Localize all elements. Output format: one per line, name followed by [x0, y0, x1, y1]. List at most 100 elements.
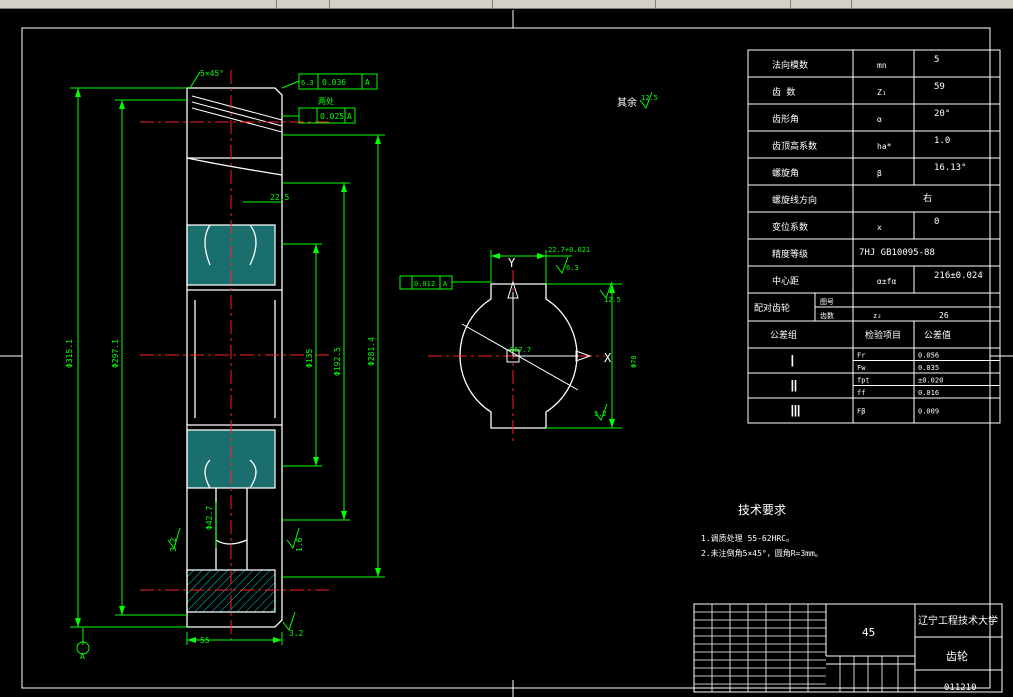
group-header: 公差组 [770, 329, 797, 341]
school-name: 辽宁工程技术大学 [918, 614, 998, 627]
hub-centerlines [428, 270, 605, 445]
radius-label: R67.7 [510, 346, 531, 354]
color-dropdown[interactable] [493, 0, 656, 8]
web-dimension: 22.5 [270, 193, 289, 202]
check-item: fpt [857, 376, 870, 384]
hub-dimension-texts: 22.7+0.021 R67.7 0.012 A 6.3 12.5 3.2 Φ7… [414, 246, 638, 418]
toolbar-strip [0, 0, 1013, 9]
param-label: 精度等级 [772, 248, 808, 260]
roughness-other-label: 其余 [617, 96, 637, 109]
param-label: 法向模数 [772, 59, 808, 71]
param-label: 齿顶高系数 [772, 140, 817, 152]
check-item: ff [857, 389, 865, 397]
param-symbol: α [877, 115, 882, 124]
tolerance-value: 0.056 [918, 351, 939, 359]
param-value: 16.13° [934, 163, 967, 173]
item-header: 检验项目 [865, 329, 901, 341]
runout-value: 0.036 [322, 78, 346, 87]
gear-outline [186, 87, 283, 628]
hub-arrowheads [491, 253, 615, 428]
layer-dropdown[interactable] [330, 0, 493, 8]
param-value: 右 [923, 192, 932, 204]
tolerance-note: 两处 [318, 96, 334, 106]
width-dimension: 55 [200, 636, 210, 645]
mating-sub-2: 齿数 [820, 311, 834, 320]
datum-label: A [80, 652, 85, 661]
roughness-bottom: 3.2 [289, 629, 304, 638]
gear-dimension-lines [70, 71, 653, 645]
param-label: 齿形角 [772, 113, 799, 125]
drawing-canvas[interactable]: 5×45° 6.3 0.036 A 两处 0.025 A 22.5 55 A 3… [0, 8, 1013, 697]
mating-sub-1: 图号 [820, 298, 834, 306]
mating-symbol: z₂ [873, 312, 881, 320]
bore-dimension: Φ78 [630, 355, 638, 368]
roughness-top: 6.3 [301, 79, 314, 87]
tolerance-value: 0.016 [918, 389, 939, 397]
roughness-keyway: 6.3 [566, 264, 579, 272]
symmetry-value: 0.012 [414, 280, 435, 288]
lineweight-dropdown[interactable] [791, 0, 852, 8]
ring2-dimension: Φ281.4 [367, 337, 376, 366]
param-value: 7HJ GB10095-88 [859, 248, 935, 258]
param-label: 齿 数 [772, 86, 795, 98]
linetype-dropdown[interactable] [656, 0, 791, 8]
param-label: 变位系数 [772, 221, 808, 233]
param-value: 1.0 [934, 136, 950, 146]
roughness-left: 3.2 [169, 537, 178, 552]
param-label: 中心距 [772, 275, 799, 287]
param-symbol: α±fα [877, 277, 896, 286]
check-item: Fw [857, 364, 866, 372]
runout-datum: A [365, 78, 370, 87]
param-value: 216±0.024 [934, 271, 983, 281]
axis-y-label: Y [508, 256, 516, 270]
tolerance-value: 0.035 [918, 364, 939, 372]
drawing-frame [21, 27, 991, 689]
gear-arrowheads [75, 88, 381, 643]
gear-section-view: 5×45° 6.3 0.036 A 两处 0.025 A 22.5 55 A 3… [65, 69, 658, 661]
drawing-number: 011210 [944, 683, 977, 693]
toolbar-segment[interactable] [277, 0, 330, 8]
mating-value: 26 [939, 311, 949, 320]
flatness-value: 0.025 [320, 112, 344, 121]
tech-line-2: 2.未注倒角5×45°，圆角R=3mm。 [701, 548, 823, 558]
check-item: Fr [857, 351, 865, 359]
tolerance-value: 0.009 [918, 408, 939, 416]
gear-centerlines [140, 70, 330, 640]
param-symbol: mn [877, 61, 887, 70]
group-name: Ⅰ [790, 352, 795, 371]
check-item: Fβ [857, 408, 865, 416]
toolbar-segment[interactable] [0, 0, 277, 8]
param-symbol: x [877, 223, 882, 232]
symmetry-datum: A [443, 280, 448, 288]
part-name: 齿轮 [946, 649, 968, 663]
roughness-right: 1.6 [295, 537, 304, 552]
param-label: 螺旋角 [772, 167, 799, 179]
param-value: 0 [934, 217, 939, 227]
group-name: Ⅱ [790, 377, 798, 396]
tolerance-header: 公差值 [924, 329, 951, 341]
title-block: 45 辽宁工程技术大学 齿轮 011210 [693, 603, 1003, 693]
gear-dimension-texts: 5×45° 6.3 0.036 A 两处 0.025 A 22.5 55 A 3… [65, 69, 658, 661]
param-symbol: ha* [877, 142, 892, 151]
root-dimension: Φ297.1 [111, 339, 120, 368]
technical-requirements: 技术要求 1.调质处理 55-62HRC。 2.未注倒角5×45°，圆角R=3m… [701, 503, 823, 558]
flatness-datum: A [347, 112, 352, 121]
tech-line-1: 1.调质处理 55-62HRC。 [701, 533, 794, 543]
param-value: 20° [934, 109, 950, 119]
datum-symbol [76, 641, 90, 655]
roughness-low: 3.2 [594, 410, 607, 418]
helix-lines [191, 95, 283, 133]
ring1-dimension: Φ192.5 [333, 347, 342, 376]
hub-dimension-lines [399, 250, 622, 429]
roughness-bore: 12.5 [604, 296, 621, 304]
param-symbol: β [877, 169, 882, 178]
param-value: 5 [934, 55, 939, 65]
od-dimension: Φ315.1 [65, 339, 74, 368]
group-name: Ⅲ [790, 402, 801, 421]
mating-label: 配对齿轮 [754, 302, 790, 314]
axis-x-label: X [604, 351, 612, 365]
tech-title: 技术要求 [738, 503, 786, 517]
tolerance-value: ±0.020 [918, 376, 943, 384]
